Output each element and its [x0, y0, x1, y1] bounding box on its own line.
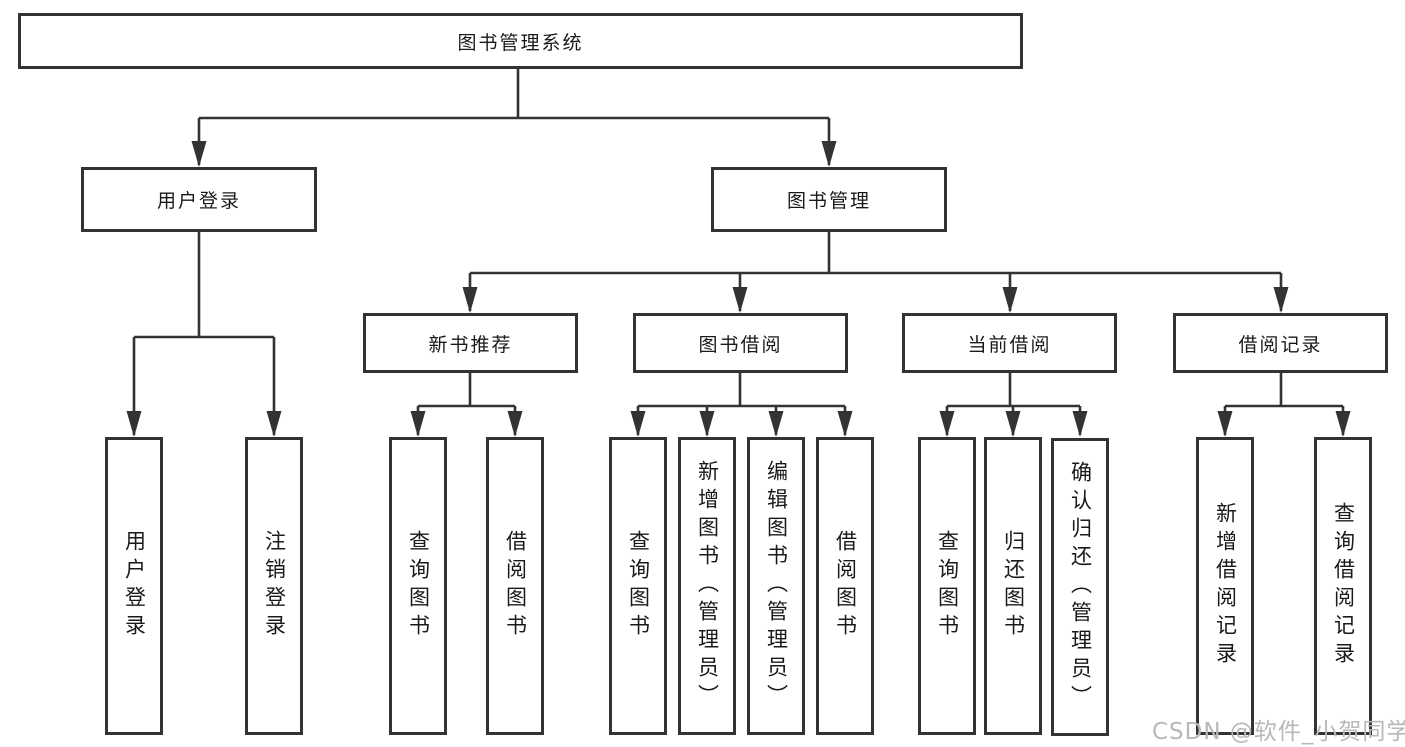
leaf-current-query-book: 查询图书 [918, 437, 976, 735]
leaf-add-book-admin-label: 新增图书（管理员） [695, 460, 720, 712]
node-root-system-label: 图书管理系统 [457, 31, 584, 54]
leaf-user-login-label: 用户登录 [122, 530, 147, 642]
leaf-confirm-return-admin-label: 确认归还（管理员） [1068, 461, 1093, 713]
node-user-login-label: 用户登录 [156, 190, 241, 212]
leaf-edit-book-admin: 编辑图书（管理员） [747, 437, 805, 735]
leaf-new-query-book: 查询图书 [389, 437, 447, 735]
leaf-user-login: 用户登录 [105, 437, 163, 735]
leaf-add-borrow-record: 新增借阅记录 [1196, 437, 1254, 735]
node-current-borrow-label: 当前借阅 [967, 333, 1052, 356]
leaf-borrow-query-book-label: 查询图书 [626, 530, 651, 642]
leaf-new-borrow-book-label: 借阅图书 [503, 530, 528, 642]
node-user-login: 用户登录 [81, 167, 317, 232]
node-new-book-recommend: 新书推荐 [363, 313, 578, 373]
leaf-borrow-query-book: 查询图书 [609, 437, 667, 735]
leaf-confirm-return-admin: 确认归还（管理员） [1051, 438, 1109, 736]
node-book-borrow-label: 图书借阅 [698, 333, 783, 356]
leaf-current-query-book-label: 查询图书 [935, 530, 960, 642]
leaf-lend-book-label: 借阅图书 [833, 530, 858, 642]
node-new-book-recommend-label: 新书推荐 [428, 333, 513, 356]
leaf-return-book: 归还图书 [984, 437, 1042, 735]
leaf-new-query-book-label: 查询图书 [406, 530, 431, 642]
leaf-add-book-admin: 新增图书（管理员） [678, 437, 736, 735]
node-root-system: 图书管理系统 [18, 13, 1023, 69]
node-book-management-label: 图书管理 [786, 190, 871, 212]
leaf-logout: 注销登录 [245, 437, 303, 735]
leaf-logout-label: 注销登录 [262, 530, 287, 642]
leaf-query-borrow-record-label: 查询借阅记录 [1331, 502, 1356, 670]
node-current-borrow: 当前借阅 [902, 313, 1117, 373]
leaf-edit-book-admin-label: 编辑图书（管理员） [764, 460, 789, 712]
leaf-query-borrow-record: 查询借阅记录 [1314, 437, 1372, 735]
csdn-watermark: CSDN @软件_小贺同学 [1152, 719, 1405, 745]
node-book-management: 图书管理 [711, 167, 947, 232]
leaf-lend-book: 借阅图书 [816, 437, 874, 735]
node-borrow-record: 借阅记录 [1173, 313, 1388, 373]
node-borrow-record-label: 借阅记录 [1238, 333, 1323, 356]
leaf-add-borrow-record-label: 新增借阅记录 [1213, 502, 1238, 670]
leaf-new-borrow-book: 借阅图书 [486, 437, 544, 735]
leaf-return-book-label: 归还图书 [1001, 530, 1026, 642]
node-book-borrow: 图书借阅 [633, 313, 848, 373]
